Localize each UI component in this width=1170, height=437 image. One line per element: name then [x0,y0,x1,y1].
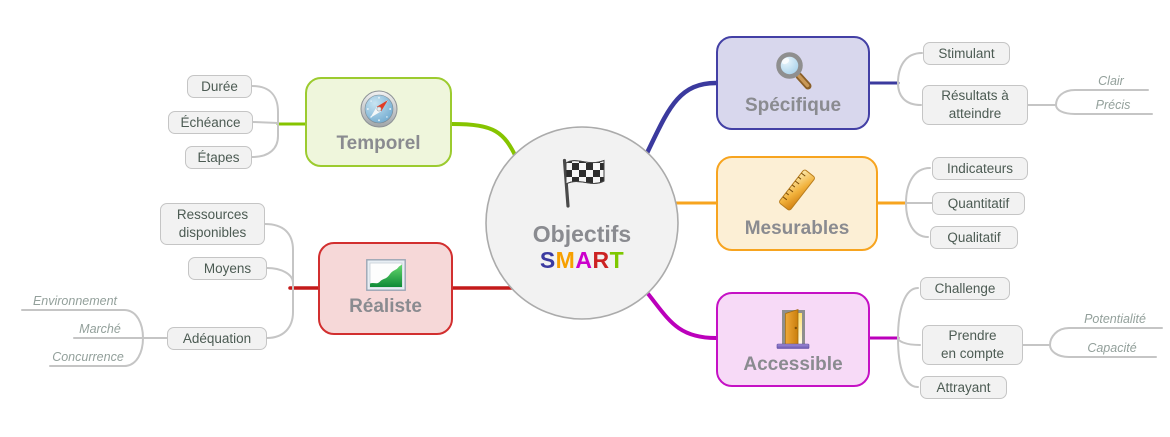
branch-line-temporel [450,122,519,161]
main-topic-specifique[interactable]: Spécifique [716,36,870,130]
main-topic-label: Temporel [336,132,421,154]
central-topic-acronym: SMART [540,247,624,273]
main-topic-label: Accessible [743,354,843,375]
smart-letter-m: M [555,247,576,273]
leaf-precis[interactable]: Précis [1095,98,1131,112]
branch-line-accessible [643,288,718,340]
ruler-icon [779,169,815,211]
main-topic-accessible[interactable]: Accessible [716,292,870,387]
central-topic[interactable]: Objectifs SMART [486,127,678,319]
leaf-capacite[interactable]: Capacité [1087,341,1137,355]
child-connectors [21,52,1163,388]
main-topic-label: Mesurables [744,218,850,239]
main-topic-realiste[interactable]: Réaliste [318,242,453,335]
subtopic-etapes[interactable]: Étapes [185,146,252,169]
subtopic-challenge[interactable]: Challenge [920,277,1010,300]
subtopic-stimulant[interactable]: Stimulant [923,42,1010,65]
smart-letter-r: R [592,247,610,273]
magnifier-icon [776,51,812,89]
center-node-circle [485,126,679,320]
subtopic-indicateurs[interactable]: Indicateurs [932,157,1028,180]
smart-letter-a: A [575,247,593,273]
leaf-marche[interactable]: Marché [79,322,121,336]
branch-line-specifique [644,80,719,156]
growth-chart-icon [365,259,406,291]
main-topic-label: Spécifique [744,94,842,116]
subtopic-duree[interactable]: Durée [187,75,252,98]
branch-lines [276,80,908,340]
subtopic-resultats-a-atteindre[interactable]: Résultats à atteindre [922,85,1028,125]
subtopic-adequation[interactable]: Adéquation [167,327,267,350]
subtopic-prendre-en-compte[interactable]: Prendre en compte [922,325,1023,365]
open-door-icon [776,308,810,349]
checkered-flag-icon [562,158,605,208]
smart-letter-t: T [609,247,625,273]
leaf-clair[interactable]: Clair [1098,74,1124,88]
leaf-concurrence[interactable]: Concurrence [52,350,124,364]
subtopic-ressources-disponibles[interactable]: Ressources disponibles [160,203,265,245]
subtopic-qualitatif[interactable]: Qualitatif [930,226,1018,249]
subtopic-echeance[interactable]: Échéance [168,111,253,134]
compass-icon [360,90,397,127]
subtopic-moyens[interactable]: Moyens [188,257,267,280]
main-topic-temporel[interactable]: Temporel [305,77,452,167]
central-topic-title: Objectifs [532,221,632,247]
leaf-potentialite[interactable]: Potentialité [1084,312,1146,326]
subtopic-attrayant[interactable]: Attrayant [920,376,1007,399]
leaf-environnement[interactable]: Environnement [32,294,118,308]
main-topic-label: Réaliste [349,296,422,317]
smart-letter-s: S [539,247,556,273]
subtopic-quantitatif[interactable]: Quantitatif [932,192,1025,215]
main-topic-mesurables[interactable]: Mesurables [716,156,878,251]
